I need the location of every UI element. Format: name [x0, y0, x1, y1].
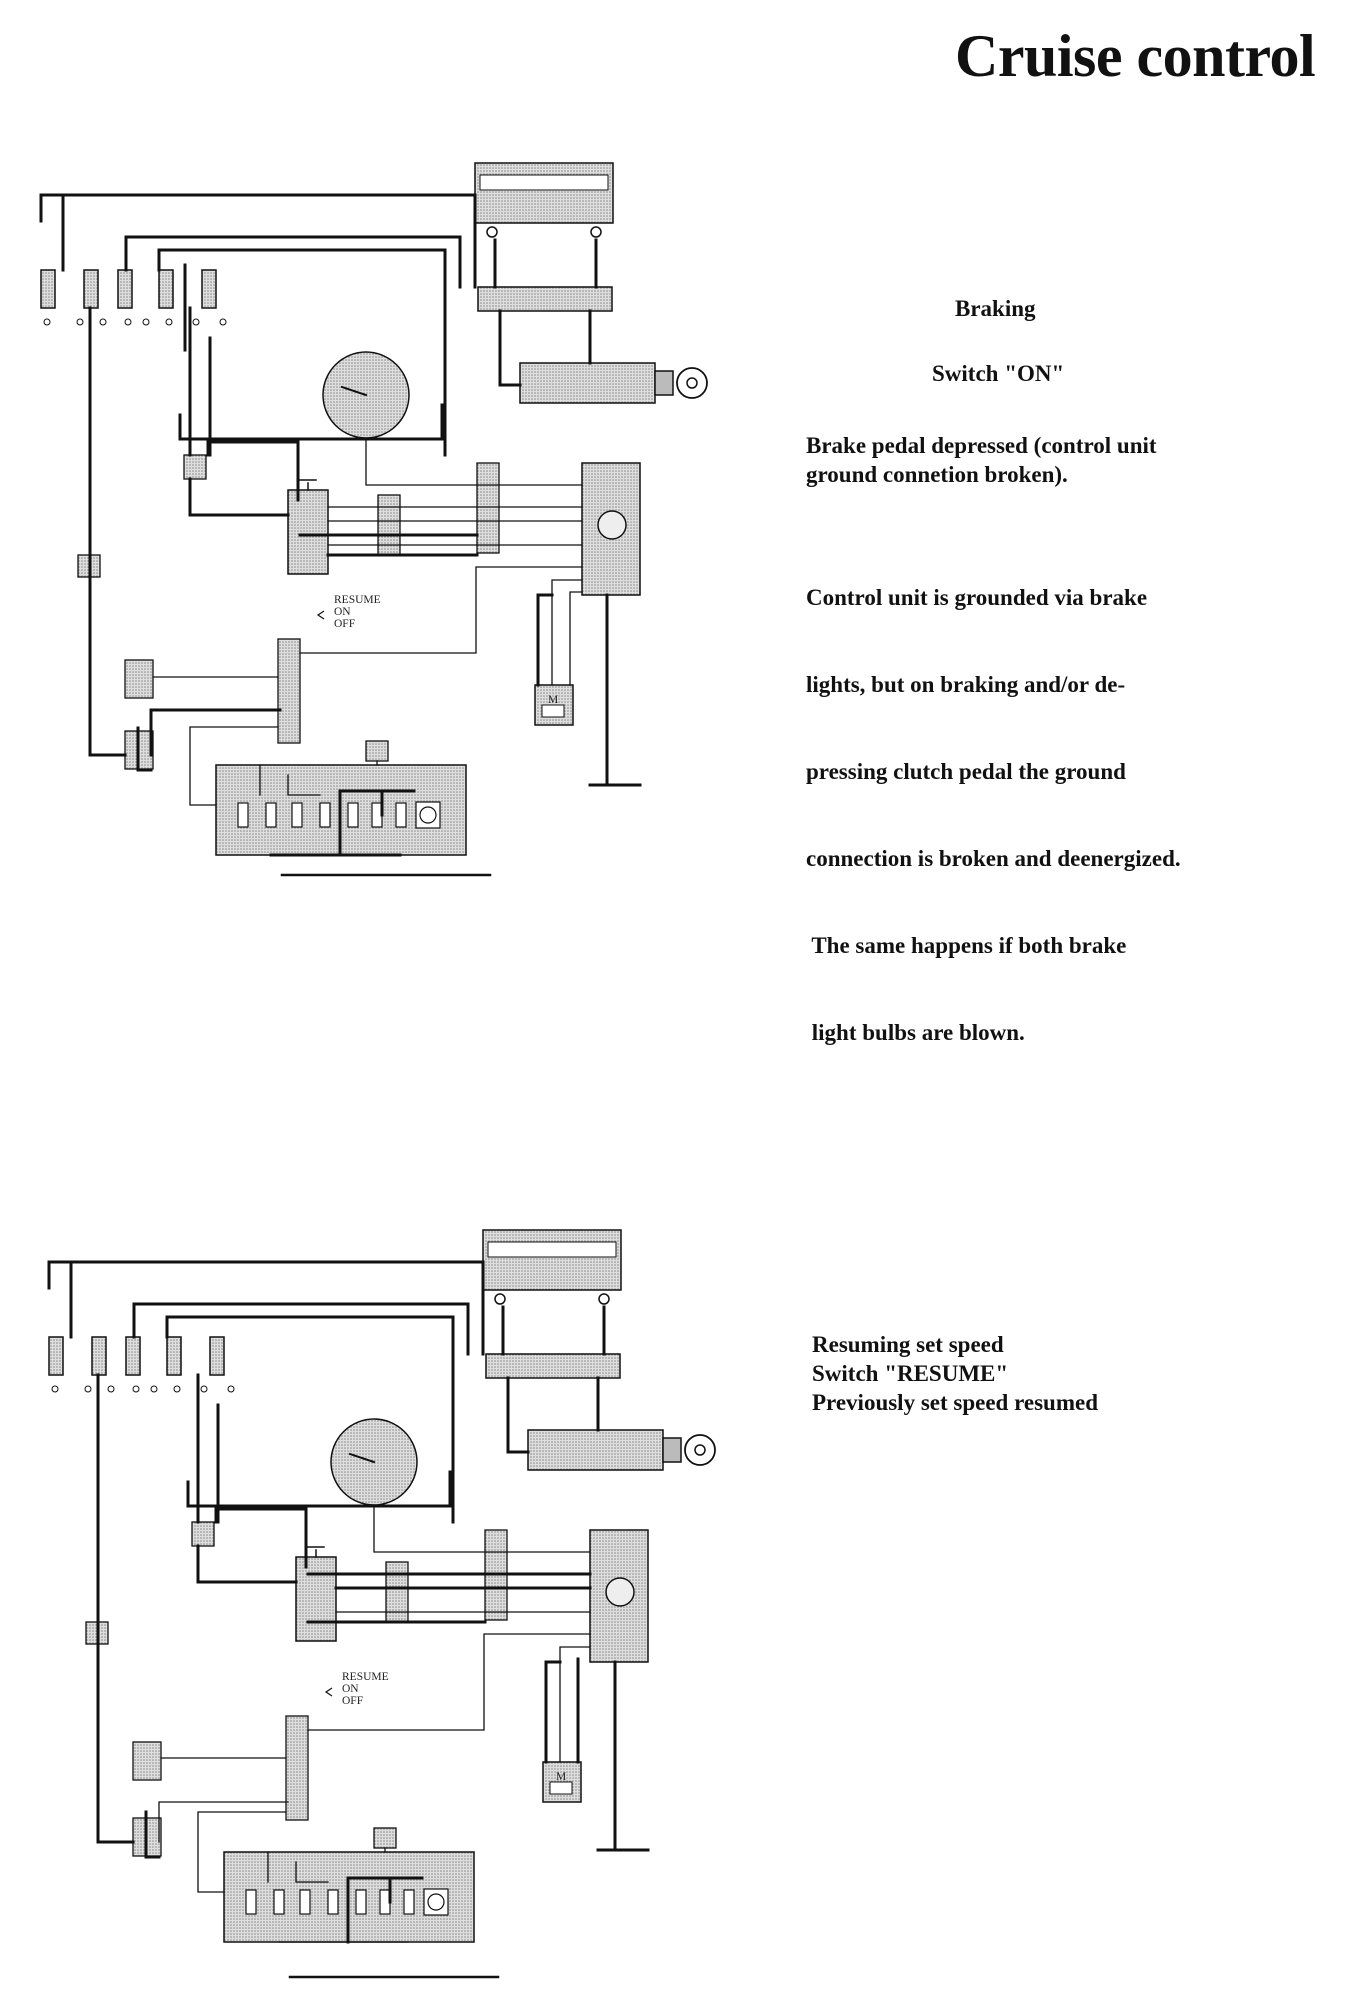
fuse-box	[48, 1336, 225, 1376]
text-line: Resuming set speed	[812, 1332, 1004, 1357]
text-line: connection is broken and deenergized.	[806, 846, 1181, 871]
text-line: ground connetion broken).	[806, 462, 1068, 487]
motor-label: M	[548, 694, 558, 706]
battery	[474, 162, 614, 238]
switch-label-resume: RESUME	[334, 594, 381, 606]
control-unit	[581, 462, 641, 596]
switch-position-labels: RESUME ON OFF M	[316, 594, 558, 706]
text-line: lights, but on braking and/or de-	[806, 672, 1126, 697]
switch-label-on: ON	[342, 1683, 359, 1695]
vacuum-pump-motor	[534, 684, 574, 726]
text-line: Brake pedal depressed (control unit	[806, 433, 1157, 458]
page-title: Cruise control	[955, 23, 1316, 89]
clutch-pedal-switch	[124, 659, 154, 699]
switch-label-on: ON	[334, 606, 351, 618]
cruise-switch	[287, 479, 329, 575]
braking-paragraph-1: Brake pedal depressed (control unit grou…	[806, 431, 1157, 489]
switch-label-off: OFF	[334, 618, 355, 630]
clutch-pedal-switch	[132, 1741, 162, 1781]
switch-label-off: OFF	[342, 1695, 363, 1707]
ignition-switch	[519, 362, 708, 404]
speedometer	[330, 1418, 418, 1506]
text-line: pressing clutch pedal the ground	[806, 759, 1126, 784]
motor-label: M	[556, 1771, 566, 1783]
wiring-diagram-braking: RESUME ON OFF M	[39, 162, 708, 877]
braking-subheading: Switch "ON"	[932, 361, 1065, 386]
braking-heading: Braking	[955, 296, 1036, 321]
text-line: Control unit is grounded via brake	[806, 585, 1148, 610]
switch-position-labels: RESUME ON OFF M	[324, 1671, 566, 1783]
resume-description: Resuming set speed Switch "RESUME" Previ…	[812, 1330, 1098, 1417]
ignition-switch	[527, 1429, 716, 1471]
text-line: light bulbs are blown.	[806, 1020, 1025, 1045]
wiring-diagram-resume: RESUME ON OFF M	[47, 1229, 716, 1979]
vacuum-pump-motor	[542, 1761, 582, 1803]
braking-paragraph-2: Control unit is grounded via brake light…	[806, 525, 1181, 1076]
battery	[482, 1229, 622, 1305]
fuse-box	[40, 269, 217, 309]
text-line: The same happens if both brake	[806, 933, 1127, 958]
text-line: Previously set speed resumed	[812, 1390, 1098, 1415]
speedometer	[322, 351, 410, 439]
switch-label-resume: RESUME	[342, 1671, 389, 1683]
text-line: Switch "RESUME"	[812, 1361, 1009, 1386]
control-unit	[589, 1529, 649, 1663]
cruise-switch	[295, 1546, 337, 1642]
